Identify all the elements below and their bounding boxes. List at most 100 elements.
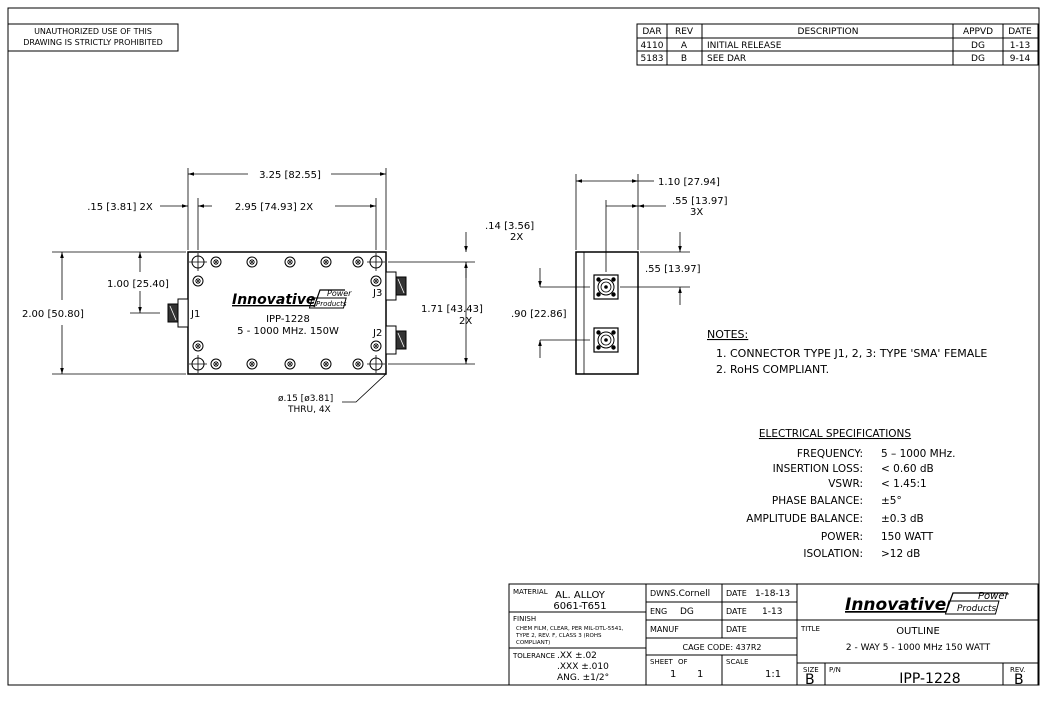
rev-label: REV. [1010,666,1025,674]
spec-label-isolation: ISOLATION: [803,548,863,560]
rev-header-description: DESCRIPTION [798,27,859,37]
specs-title: ELECTRICAL SPECIFICATIONS [759,428,911,440]
screw-icon [246,358,258,370]
housing-outline [187,251,387,375]
finish-line-3: COMPLIANT) [516,640,550,646]
sheet-of-label: OF [678,658,688,666]
title-block-text: MATERIAL AL. ALLOY 6061-T651 FINISH CHEM… [512,588,1025,688]
material-label: MATERIAL [513,588,548,596]
rev-header-dar: DAR [642,27,661,37]
spec-label-phase-balance: PHASE BALANCE: [772,495,863,507]
logo-power: Power [978,591,1009,602]
hole-callout-thru: THRU, 4X [287,405,331,415]
dim-hole-spacing-vertical: 1.71 [43.43] [421,304,483,315]
housing-logo-power: Power [327,289,352,298]
size-value: B [805,672,815,688]
size-label: SIZE [803,666,819,674]
manuf-label: MANUF [650,625,679,634]
part-number: IPP-1228 [899,671,960,687]
spec-label-power: POWER: [821,531,863,543]
connector-j3-label: J3 [372,288,382,299]
drawing-title: OUTLINE [896,626,940,637]
screw-icon [192,275,204,287]
spec-label-insertion-loss: INSERTION LOSS: [773,463,863,475]
dwn-value: S.Cornell [670,589,710,599]
housing-logo-products: Products [316,300,347,308]
rev-row-2-appvd: DG [971,54,985,64]
spec-value-frequency: 5 – 1000 MHz. [881,448,955,460]
screw-icon [284,256,296,268]
side-dim-connector-offset-qty: 3X [690,207,703,218]
side-dim-width: 1.10 [27.94] [658,177,720,188]
dwn-date-label: DATE [726,589,747,598]
drawing-subtitle: 2 - WAY 5 - 1000 MHz 150 WATT [846,643,991,653]
cage-code: CAGE CODE: 437R2 [683,643,762,652]
tolerance-3-place: .XXX ±.010 [557,662,609,672]
spec-value-vswr: < 1.45:1 [881,478,927,490]
spec-value-power: 150 WATT [881,531,934,543]
electrical-specifications: ELECTRICAL SPECIFICATIONS FREQUENCY: 5 –… [746,428,955,560]
notes: NOTES: 1. CONNECTOR TYPE J1, 2, 3: TYPE … [707,328,987,376]
side-dim-connector-spacing: .90 [22.86] [511,309,567,320]
logo-word: Innovative [845,595,946,615]
spec-value-phase-balance: ±5° [881,495,902,507]
scale-label: SCALE [726,658,748,666]
connector-j2-label: J2 [372,328,382,339]
tolerance-2-place: .XX ±.02 [557,651,597,661]
connector-j1-icon [167,298,189,328]
rev-row-1-dar: 4110 [641,41,664,51]
rev-header-appvd: APPVD [963,27,993,37]
housing-logo: Innovative Power Products [232,289,352,309]
screw-icon [246,256,258,268]
dwn-label: DWN [650,589,670,598]
screw-icon [284,358,296,370]
side-view: 1.10 [27.94] .55 [13.97] 3X .55 [13.97] … [511,174,728,375]
tolerance-label: TOLERANCE [512,652,555,660]
side-housing-outline [575,251,639,375]
screw-icon [352,256,364,268]
screw-icon [192,340,204,352]
title-label: TITLE [800,625,820,633]
screw-icon [210,358,222,370]
eng-value: DG [680,607,694,617]
housing-model-description: 5 - 1000 MHz. 150W [237,326,339,337]
rev-row-1-description: INITIAL RELEASE [707,41,782,51]
dim-top-offset: .14 [3.56] [485,221,534,232]
connector-j1-label: J1 [190,309,200,320]
revision-table [636,23,1039,66]
sheet-number: 1 [670,669,676,680]
rev-value: B [1014,672,1024,688]
spec-value-isolation: >12 dB [881,548,920,560]
screw-icon [370,340,382,352]
note-2: 2. RoHS COMPLIANT. [716,363,829,376]
finish-label: FINISH [513,615,536,623]
spec-label-vswr: VSWR: [828,478,863,490]
spec-value-insertion-loss: < 0.60 dB [881,463,934,475]
dwn-date: 1-18-13 [755,589,790,599]
eng-date: 1-13 [762,607,782,617]
dim-overall-height: 2.00 [50.80] [22,309,84,320]
warning-line-2: DRAWING IS STRICTLY PROHIBITED [23,38,163,47]
sheet-total: 1 [697,669,703,680]
screw-icon [320,256,332,268]
scale-value: 1:1 [765,669,781,680]
front-view: 3.25 [82.55] .15 [3.81] 2X 2.95 [74.93] … [22,168,534,415]
pn-label: P/N [829,666,841,674]
dim-top-offset-qty: 2X [510,232,523,243]
tolerance-angle: ANG. ±1/2° [557,673,609,683]
spec-value-amplitude-balance: ±0.3 dB [881,513,924,525]
rev-row-1-date: 1-13 [1010,41,1030,51]
finish-line-2: TYPE 2, REV. F, CLASS 3 (ROHS [515,633,602,639]
hole-callout-size: ø.15 [ø3.81] [278,394,333,404]
connector-j3-icon [385,271,407,301]
dim-hole-spacing-vertical-qty: 2X [459,316,472,327]
side-dim-connector-top: .55 [13.97] [645,264,701,275]
eng-label: ENG [650,607,667,616]
spec-label-amplitude-balance: AMPLITUDE BALANCE: [746,513,863,525]
sma-connector-icon [593,327,619,353]
material-spec: 6061-T651 [553,601,606,612]
title-block-logo: Innovative Power Products [845,591,1009,615]
dim-j1-height: 1.00 [25.40] [107,279,169,290]
note-1: 1. CONNECTOR TYPE J1, 2, 3: TYPE 'SMA' F… [716,347,987,360]
rev-header-rev: REV [675,27,694,37]
